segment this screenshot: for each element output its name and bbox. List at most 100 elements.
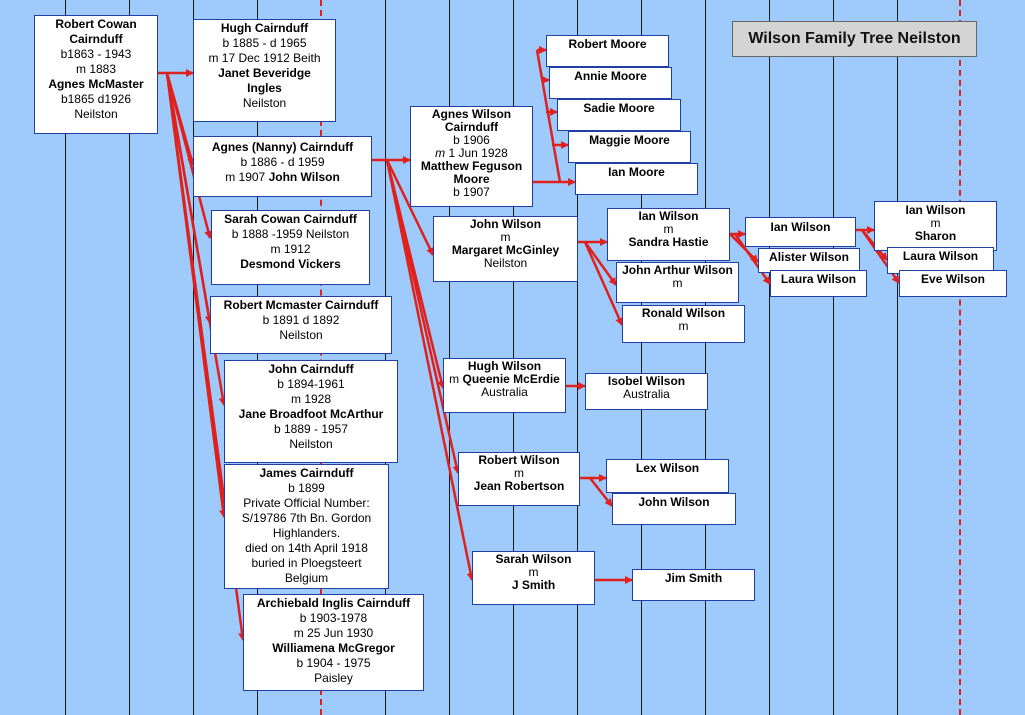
person-line: m (930, 216, 941, 230)
person-john-arthur-wilson[interactable]: John Arthur Wilson m (616, 262, 739, 303)
person-ian-wilson-sharon[interactable]: Ian Wilson m Sharon (874, 201, 997, 251)
person-line: Ian Wilson (770, 220, 831, 234)
person-line: Agnes Wilson (431, 107, 512, 121)
person-hugh-wilson[interactable]: Hugh Wilson m Queenie McErdie Australia (443, 358, 566, 413)
grid-line (769, 0, 770, 715)
grid-line (449, 0, 450, 715)
person-ian-moore[interactable]: Ian Moore (575, 163, 698, 195)
person-line: Sadie Moore (583, 101, 655, 115)
person-line: m (663, 222, 674, 236)
person-line: Matthew Feguson (420, 159, 523, 173)
person-james-cairnduff[interactable]: James Cairnduff b 1899 Private Official … (224, 464, 389, 589)
person-robert-cowan-cairnduff[interactable]: Robert Cowan Cairnduff b1863 - 1943 m 18… (34, 15, 158, 134)
person-line: Moore (453, 172, 490, 186)
person-ian-wilson-gen5[interactable]: Ian Wilson (745, 217, 856, 247)
person-line: m (500, 230, 511, 244)
person-line: m (678, 319, 689, 333)
person-line: Cairnduff (444, 120, 499, 134)
person-hugh-cairnduff[interactable]: Hugh Cairnduff b 1885 - d 1965 m 17 Dec … (193, 19, 336, 122)
person-line: Private Official Number: (243, 496, 370, 510)
person-line: Janet Beveridge (218, 66, 311, 80)
person-line: John Cairnduff (268, 362, 354, 376)
person-line: Alister Wilson (769, 250, 849, 264)
person-sarah-cowan-cairnduff[interactable]: Sarah Cowan Cairnduff b 1888 -1959 Neils… (211, 210, 370, 285)
person-line: Australia (623, 387, 670, 401)
person-jim-smith[interactable]: Jim Smith (632, 569, 755, 601)
grid-line (705, 0, 706, 715)
person-line: b 1904 - 1975 (296, 656, 371, 670)
person-line: Robert Wilson (478, 453, 560, 467)
person-line: S/19786 7th Bn. Gordon (241, 511, 372, 525)
marriage-year: m 1907 (225, 170, 266, 184)
person-eve-wilson[interactable]: Eve Wilson (899, 270, 1007, 297)
person-line: Eve Wilson (921, 272, 985, 286)
person-line: Laura Wilson (780, 272, 857, 286)
person-line: Neilston (279, 328, 323, 342)
grid-line (641, 0, 642, 715)
person-line: Ian Moore (608, 165, 665, 179)
person-robert-moore[interactable]: Robert Moore (546, 35, 669, 67)
person-line: m (528, 565, 539, 579)
grid-line (833, 0, 834, 715)
person-line: J Smith (511, 578, 556, 592)
person-john-wilson-margaret-mcginley[interactable]: John Wilson m Margaret McGinley Neilston (433, 216, 578, 282)
person-line: Jane Broadfoot McArthur (238, 407, 384, 421)
person-archiebald-inglis-cairnduff[interactable]: Archiebald Inglis Cairnduff b 1903-1978 … (243, 594, 424, 691)
page-title: Wilson Family Tree Neilston (732, 21, 977, 57)
person-john-wilson-robert-child[interactable]: John Wilson (612, 493, 736, 525)
person-ronald-wilson[interactable]: Ronald Wilson m (622, 305, 745, 343)
person-isobel-wilson[interactable]: Isobel Wilson Australia (585, 373, 708, 410)
person-sadie-moore[interactable]: Sadie Moore (557, 99, 681, 131)
person-line: Ian Wilson (905, 203, 966, 217)
person-line: Belgium (284, 571, 329, 585)
person-laura-wilson-gen5[interactable]: Laura Wilson (770, 270, 867, 297)
person-annie-moore[interactable]: Annie Moore (549, 67, 672, 99)
person-line: b1865 d1926 (60, 92, 132, 106)
person-line: Hugh Wilson (467, 359, 542, 373)
person-agnes-nanny-cairnduff[interactable]: Agnes (Nanny) Cairnduff b 1886 - d 1959 … (193, 136, 372, 197)
person-alister-wilson[interactable]: Alister Wilson (758, 248, 860, 273)
person-john-cairnduff[interactable]: John Cairnduff b 1894-1961 m 1928 Jane B… (224, 360, 398, 463)
person-line: James Cairnduff (259, 466, 354, 480)
person-line: Robert Cowan (55, 17, 137, 31)
person-robert-wilson[interactable]: Robert Wilson m Jean Robertson (458, 452, 580, 506)
grid-line (897, 0, 898, 715)
grid-line-dashed (320, 0, 322, 715)
person-line: Ingles (247, 81, 282, 95)
person-line: John Arthur Wilson (622, 263, 733, 277)
person-line: m 1928 (290, 392, 332, 406)
grid-line (129, 0, 130, 715)
person-line: Archiebald Inglis Cairnduff (256, 596, 411, 610)
person-line: Desmond Vickers (240, 257, 341, 271)
person-ian-wilson-sandra-hastie[interactable]: Ian Wilson m Sandra Hastie (607, 208, 730, 261)
marriage-marker: m (435, 146, 446, 160)
person-lex-wilson[interactable]: Lex Wilson (606, 459, 729, 493)
spouse-name: John Wilson (268, 170, 340, 184)
grid-line (257, 0, 258, 715)
person-maggie-moore[interactable]: Maggie Moore (568, 131, 691, 163)
person-line: Lex Wilson (635, 461, 700, 475)
person-line: Australia (481, 385, 528, 399)
person-line: Robert Moore (568, 37, 647, 51)
person-line: m 1883 (75, 62, 117, 76)
person-line: m 1912 (270, 242, 311, 256)
person-line: Robert Mcmaster Cairnduff (223, 298, 379, 312)
person-line: b 1903-1978 (299, 611, 368, 625)
person-line: Laura Wilson (902, 249, 979, 263)
person-line: Neilston (242, 96, 287, 110)
person-agnes-wilson-cairnduff[interactable]: Agnes Wilson Cairnduff b 1906 m 1 Jun 19… (410, 106, 533, 207)
marriage-date: 1 Jun 1928 (448, 146, 508, 160)
person-line: Agnes (Nanny) Cairnduff (211, 140, 354, 154)
person-line: b 1888 -1959 Neilston (231, 227, 350, 241)
grid-line (193, 0, 194, 715)
person-laura-wilson-gen6[interactable]: Laura Wilson (887, 247, 994, 274)
person-sarah-wilson[interactable]: Sarah Wilson m J Smith (472, 551, 595, 605)
person-line: b1863 - 1943 (60, 47, 132, 61)
person-line: Sarah Cowan Cairnduff (224, 212, 357, 226)
person-line: died on 14th April 1918 (245, 541, 368, 555)
person-robert-mcmaster-cairnduff[interactable]: Robert Mcmaster Cairnduff b 1891 d 1892 … (210, 296, 392, 354)
person-line: Neilston (483, 256, 528, 270)
grid-line (513, 0, 514, 715)
person-line: b 1906 (453, 133, 490, 147)
